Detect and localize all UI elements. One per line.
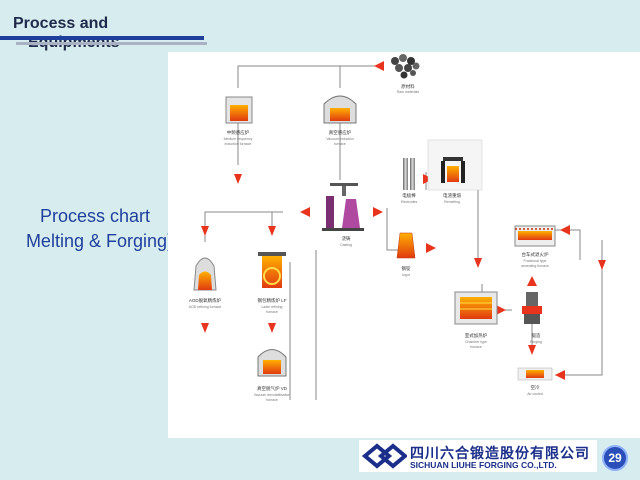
aircool-label: 空冷: [531, 384, 540, 391]
arrow-aircool: [555, 370, 565, 380]
remelting-label: 电渣重熔: [443, 192, 461, 199]
forging-press-icon: [522, 292, 542, 324]
air-cooled-icon: [517, 367, 553, 381]
raw-label-en: Raw materials: [397, 90, 419, 94]
ingot-icon: [396, 232, 416, 259]
vi-label: 真空感应炉: [329, 129, 352, 136]
aod-furnace-icon: [193, 257, 217, 291]
forging-label-en: Forging: [530, 340, 542, 344]
arrow-lf-low: [268, 323, 276, 333]
side-caption-line1: Process chart: [39, 206, 150, 226]
electrode-icon: [403, 158, 415, 190]
lf-label-en2: furnace: [266, 310, 278, 314]
remelting-icon: [427, 139, 483, 191]
arrow-ingot: [426, 243, 436, 253]
arrow-lf-down: [268, 226, 276, 236]
vi-label-en2: furnace: [334, 142, 346, 146]
electrode-label-en: Electrodes: [401, 200, 418, 204]
flow-arrows: [201, 61, 606, 380]
arrow-to-casting: [300, 207, 310, 217]
raw-label: 原材料: [401, 83, 415, 90]
vd-label-en2: furnace: [266, 398, 278, 402]
annealing-furnace-icon: [514, 225, 556, 247]
page-title-line1: Process and: [13, 15, 109, 32]
electrode-label: 电极棒: [402, 192, 416, 199]
arrow-raw: [374, 61, 384, 71]
anneal-label-en2: annealing furnace: [521, 264, 549, 268]
title-underline: [0, 36, 204, 40]
medium-frequency-furnace-icon: [225, 96, 253, 124]
company-name-en: SICHUAN LIUHE FORGING CO.,LTD.: [410, 460, 557, 470]
arrow-mf-down: [234, 174, 242, 184]
aod-label: AOD脱氧精炼炉: [189, 297, 222, 304]
remelting-label-en: Remelting: [444, 200, 460, 204]
casting-label-en: Casting: [340, 243, 352, 247]
arrow-forging-anneal: [527, 276, 537, 286]
company-logo-panel: [359, 440, 597, 472]
vd-label-en1: Vacuum devolatilisation: [254, 393, 291, 397]
lf-label-en1: Ladle refining: [261, 305, 282, 309]
anneal-label: 台车式退火炉: [522, 251, 549, 258]
vacuum-induction-furnace-icon: [323, 95, 357, 124]
vacuum-degassing-furnace-icon: [257, 349, 287, 377]
arrow-casting-electrode: [373, 207, 383, 217]
aircool-label-en: Air cooled: [527, 392, 543, 396]
vi-label-en1: Vacuum induction: [326, 137, 354, 141]
chamber-label: 室式加热炉: [465, 332, 488, 339]
arrow-aod-down: [201, 226, 209, 236]
ladle-refining-furnace-icon: [258, 252, 286, 288]
company-name-cn: 四川六合锻造股份有限公司: [410, 446, 590, 462]
casting-icon: [322, 183, 364, 231]
raw-materials-icon: [391, 54, 420, 79]
casting-label: 浇铸: [342, 235, 351, 242]
mf-label-en2: induction furnace: [225, 142, 252, 146]
arrow-aod-low: [201, 323, 209, 333]
ingot-label: 钢锭: [402, 265, 411, 272]
arrow-remelt-down: [474, 258, 482, 268]
lf-label: 钢包精炼炉 LF: [257, 297, 286, 304]
arrow-to-anneal: [560, 225, 570, 235]
title-underline-secondary: [16, 42, 207, 45]
company-logo-icon: [361, 443, 407, 469]
mf-label: 中频感应炉: [227, 129, 250, 136]
aod-label-en: AOD refining furnace: [189, 305, 222, 309]
chamber-label-en1: Chamber type: [465, 340, 487, 344]
arrow-forging-down: [528, 345, 536, 355]
mf-label-en1: Medium frequency: [224, 137, 253, 141]
forging-label: 锻造: [532, 332, 541, 339]
arrow-chamber-forging: [496, 305, 506, 315]
ingot-label-en: Ingot: [402, 273, 410, 277]
chamber-furnace-icon: [454, 291, 498, 325]
side-caption-line2: Melting & Forging): [25, 231, 173, 251]
vd-label: 真空脱气炉 VD: [257, 385, 288, 392]
anneal-label-en1: Fractional type: [524, 259, 547, 263]
chamber-label-en2: furnace: [470, 345, 482, 349]
arrow-right-down: [598, 260, 606, 270]
page-number-badge: 29: [602, 445, 628, 471]
